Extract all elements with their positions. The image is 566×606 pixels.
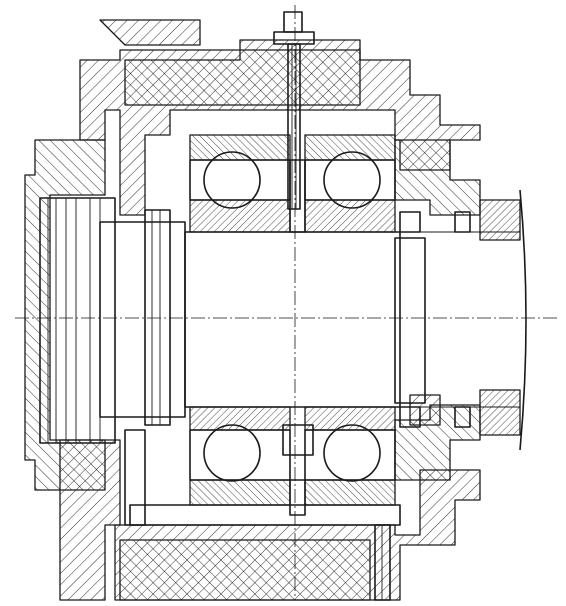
bearing-balls: [203, 151, 381, 482]
left-grooved-coupling: [39, 197, 186, 444]
lubrication-bolt: [273, 11, 315, 210]
right-end-cover: [394, 139, 521, 481]
bearing-spacer: [282, 159, 314, 516]
left-flange: [24, 139, 121, 601]
bearing-outer-races: [189, 134, 396, 506]
top-bracket: [99, 19, 201, 46]
lower-passage: [124, 429, 401, 601]
seal-rings: [399, 211, 471, 428]
